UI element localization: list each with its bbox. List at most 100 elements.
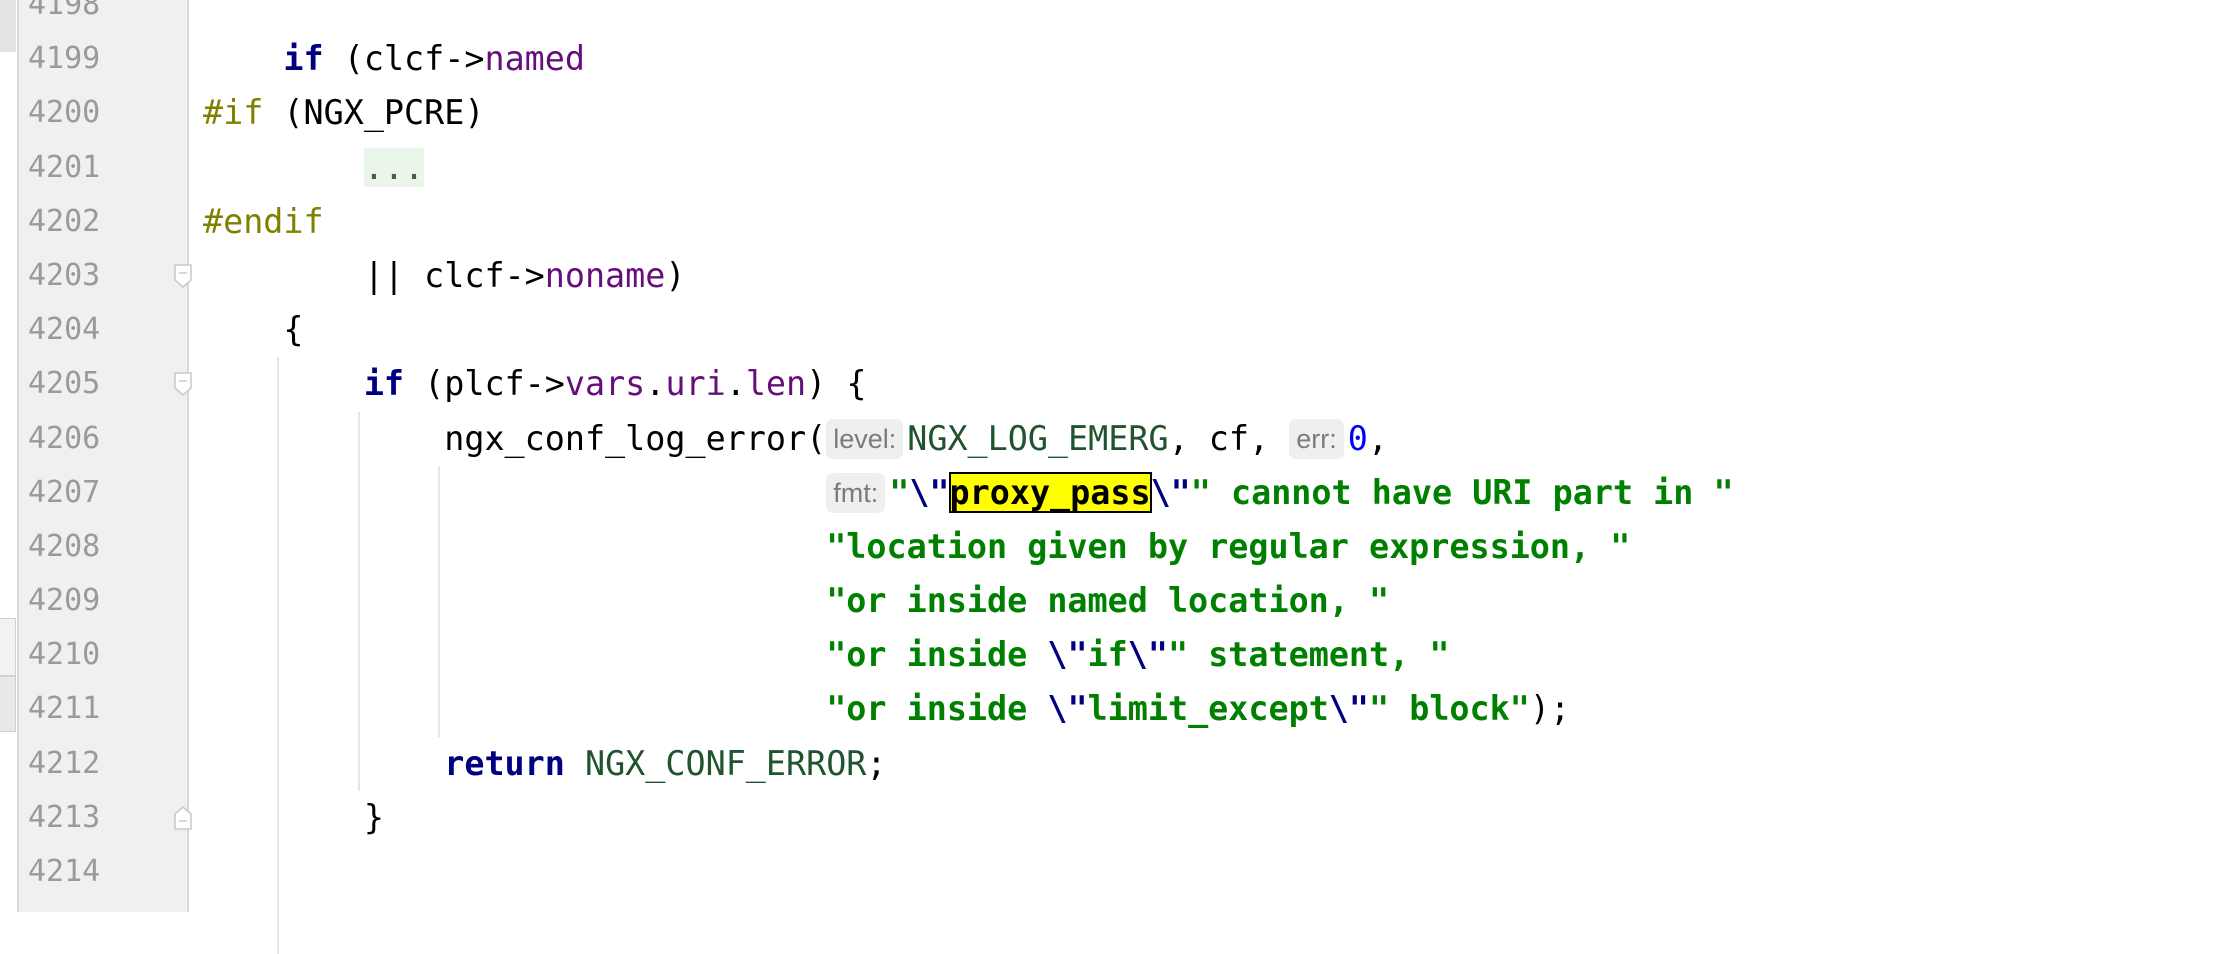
code-token [203, 364, 364, 403]
line-number[interactable]: 4210 [28, 637, 101, 673]
fold-end-icon[interactable] [173, 805, 193, 830]
code-token: { [203, 310, 304, 350]
code-token: (clcf-> [323, 39, 485, 79]
code-token [203, 527, 826, 566]
code-token [203, 689, 826, 728]
tool-window-button[interactable] [0, 676, 16, 732]
fold-start-icon[interactable] [173, 264, 193, 288]
code-token: , [1367, 418, 1388, 458]
code-token [203, 744, 444, 783]
code-text[interactable]: fmt:"\"proxy_pass\"" cannot have URI par… [203, 466, 1734, 520]
code-token [203, 581, 826, 620]
code-text[interactable]: if (plcf->vars.uri.len) { [203, 357, 867, 411]
code-line[interactable]: 4209 "or inside named location, " [0, 574, 2230, 628]
code-line[interactable]: 4210 "or inside \"if\"" statement, " [0, 628, 2230, 682]
code-text[interactable]: "or inside named location, " [203, 574, 1389, 628]
folded-code-placeholder[interactable]: ... [363, 147, 425, 187]
code-text[interactable]: #if (NGX_PCRE) [203, 86, 484, 140]
field-name: len [745, 364, 807, 404]
code-text[interactable]: #endif [203, 195, 324, 249]
string-literal: limit_except [1087, 689, 1329, 729]
code-text[interactable]: ... [203, 141, 425, 195]
code-line[interactable]: 4213 } [0, 791, 2230, 845]
code-line[interactable]: 4204 { [0, 303, 2230, 357]
code-line[interactable]: 4211 "or inside \"limit_except\"" block"… [0, 682, 2230, 736]
parameter-hint[interactable]: fmt: [826, 472, 886, 513]
line-number[interactable]: 4204 [28, 312, 101, 348]
keyword: return [444, 743, 565, 783]
parameter-hint[interactable]: err: [1289, 418, 1344, 459]
code-text[interactable]: "location given by regular expression, " [203, 520, 1630, 574]
tool-window-button[interactable] [0, 618, 16, 676]
string-literal: "or inside [826, 635, 1048, 675]
line-number[interactable]: 4198 [28, 0, 101, 22]
code-token [203, 635, 826, 674]
line-number[interactable]: 4212 [28, 745, 101, 781]
line-number[interactable]: 4214 [28, 854, 101, 889]
field-name: vars [564, 364, 646, 404]
code-token: (plcf-> [404, 364, 565, 404]
code-line[interactable]: 4201 ... [0, 141, 2230, 195]
string-literal: " [889, 472, 910, 512]
line-number[interactable]: 4211 [28, 691, 101, 727]
line-number[interactable]: 4200 [28, 95, 101, 131]
line-number[interactable]: 4205 [28, 366, 101, 402]
escape-sequence: \" [1150, 472, 1191, 512]
escape-sequence: \" [1047, 635, 1088, 675]
line-number[interactable]: 4209 [28, 583, 101, 619]
line-number[interactable]: 4199 [28, 41, 101, 77]
field-name: noname [544, 255, 666, 295]
code-token: , cf, [1168, 418, 1290, 458]
code-line[interactable]: 4199 if (clcf->named [0, 32, 2230, 86]
string-literal: " statement, " [1168, 635, 1450, 675]
indent-guide [277, 357, 280, 954]
code-token: . [645, 364, 666, 404]
code-token [203, 473, 826, 512]
escape-sequence: \" [1328, 689, 1370, 729]
line-number[interactable]: 4202 [28, 203, 101, 239]
escape-sequence: \" [1047, 689, 1088, 729]
editor-gutter[interactable] [17, 0, 189, 912]
line-number[interactable]: 4203 [28, 257, 101, 293]
search-highlight: proxy_pass [948, 471, 1152, 513]
code-line[interactable]: 4198 [0, 0, 2230, 32]
code-token [565, 744, 585, 783]
code-line[interactable]: 4208 "location given by regular expressi… [0, 520, 2230, 574]
string-literal: " cannot have URI part in " [1190, 472, 1734, 512]
code-line[interactable]: 4205 if (plcf->vars.uri.len) { [0, 357, 2230, 411]
code-token: ) [665, 255, 686, 295]
code-token: ) { [806, 364, 867, 404]
macro-constant: NGX_LOG_EMERG [907, 418, 1169, 458]
fold-start-icon[interactable] [173, 372, 193, 397]
code-text[interactable]: if (clcf->named [203, 32, 585, 86]
tool-window-tab[interactable] [0, 0, 16, 52]
parameter-hint[interactable]: level: [826, 418, 904, 459]
string-literal: "location given by regular expression, " [826, 526, 1631, 566]
code-line[interactable]: 4206 ngx_conf_log_error(level:NGX_LOG_EM… [0, 412, 2230, 466]
line-number[interactable]: 4206 [28, 420, 101, 456]
code-line[interactable]: 4214 [0, 845, 2230, 899]
string-literal: "or inside [826, 689, 1048, 729]
code-text[interactable]: "or inside \"limit_except\"" block"); [203, 682, 1570, 736]
keyword: if [283, 39, 324, 79]
code-text[interactable]: "or inside \"if\"" statement, " [203, 628, 1449, 682]
code-line[interactable]: 4212 return NGX_CONF_ERROR; [0, 737, 2230, 791]
code-text[interactable]: return NGX_CONF_ERROR; [203, 737, 886, 791]
tool-window-strip [0, 0, 17, 912]
code-line[interactable]: 4202 #endif [0, 195, 2230, 249]
line-number[interactable]: 4201 [28, 149, 101, 185]
line-number[interactable]: 4208 [28, 528, 101, 564]
code-line[interactable]: 4200 #if (NGX_PCRE) [0, 86, 2230, 140]
code-text[interactable]: { [203, 303, 304, 357]
line-number[interactable]: 4213 [28, 799, 101, 835]
code-text[interactable]: ngx_conf_log_error(level:NGX_LOG_EMERG, … [203, 412, 1388, 466]
code-text[interactable]: || clcf->noname) [203, 249, 686, 303]
line-number[interactable]: 4207 [28, 474, 101, 510]
indent-guide [438, 465, 441, 737]
code-line[interactable]: 4207 fmt:"\"proxy_pass\"" cannot have UR… [0, 466, 2230, 520]
code-line[interactable]: 4203 || clcf->noname) [0, 249, 2230, 303]
escape-sequence: \" [1127, 635, 1168, 675]
code-text[interactable]: } [203, 791, 384, 845]
indent-guide [357, 411, 360, 791]
